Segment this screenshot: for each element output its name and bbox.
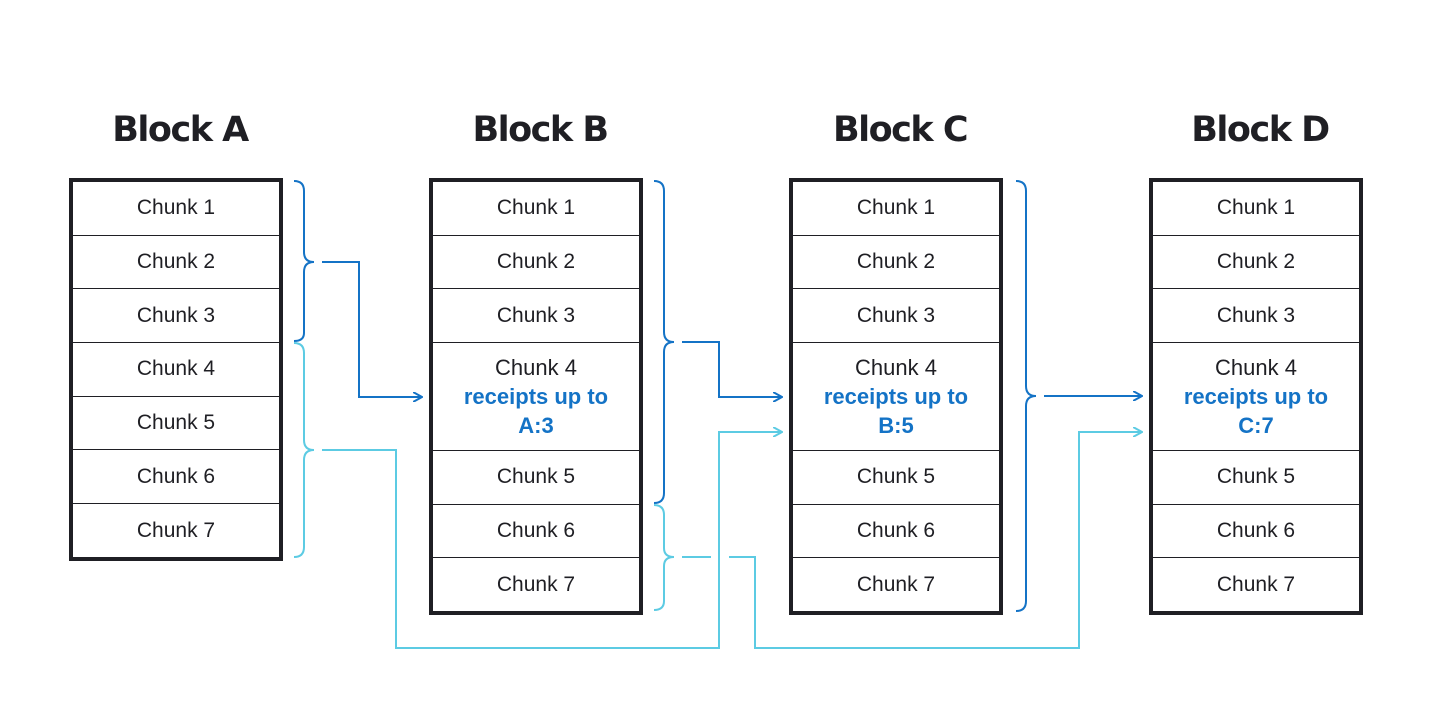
arrow-a-to-c bbox=[322, 432, 782, 649]
chunk-row: Chunk 5 bbox=[73, 397, 279, 451]
chunk-row: Chunk 6 bbox=[1153, 505, 1359, 559]
chunk-row: Chunk 1 bbox=[73, 182, 279, 236]
receipts-ref: A:3 bbox=[518, 413, 554, 439]
block-b: Chunk 1 Chunk 2 Chunk 3 Chunk 4 receipts… bbox=[429, 178, 643, 615]
chunk-row: Chunk 6 bbox=[433, 505, 639, 559]
brace-a-chunks-1-3 bbox=[293, 180, 315, 342]
chunk-4-row: Chunk 4 receipts up to B:5 bbox=[793, 343, 999, 452]
chunk-row: Chunk 5 bbox=[1153, 451, 1359, 505]
block-d-title: Block D bbox=[1191, 110, 1330, 150]
receipts-label: receipts up to bbox=[463, 384, 609, 410]
chunk-row: Chunk 1 bbox=[793, 182, 999, 236]
chunk-row: Chunk 6 bbox=[73, 450, 279, 505]
chunk-row: Chunk 7 bbox=[496, 573, 576, 597]
brace-c-chunks-1-7 bbox=[1015, 180, 1037, 612]
receipts-ref: B:5 bbox=[878, 413, 914, 439]
chunk-label: Chunk 4 bbox=[855, 355, 937, 381]
block-d: Chunk 1 Chunk 2 Chunk 3 Chunk 4 receipts… bbox=[1149, 178, 1363, 615]
arrow-b-to-c bbox=[682, 341, 782, 397]
chunk-row: Chunk 1 bbox=[433, 182, 639, 236]
chunk-row: Chunk 2 bbox=[793, 236, 999, 290]
receipts-ref: C:7 bbox=[1238, 413, 1274, 439]
chunk-row: Chunk 2 bbox=[433, 236, 639, 290]
chunk-row: Chunk 1 bbox=[1153, 182, 1359, 236]
block-a: Chunk 1 Chunk 2 Chunk 3 Chunk 4 Chunk 5 … bbox=[69, 178, 283, 561]
chunk-row: Chunk 3 bbox=[73, 289, 279, 344]
chunk-row: Chunk 3 bbox=[793, 289, 999, 344]
chunk-4-row: Chunk 4 receipts up to A:3 bbox=[433, 343, 639, 452]
brace-b-chunks-1-5 bbox=[653, 180, 675, 504]
chunk-row: Chunk 5 bbox=[433, 451, 639, 505]
chunk-4-row: Chunk 4 receipts up to C:7 bbox=[1153, 343, 1359, 452]
chunk-row: Chunk 2 bbox=[1153, 236, 1359, 290]
arrow-a-to-b bbox=[322, 261, 422, 397]
chunk-row: Chunk 4 bbox=[73, 343, 279, 397]
chunk-row: Chunk 7 bbox=[136, 518, 216, 542]
arrow-b-to-d bbox=[729, 432, 1142, 649]
chunk-row: Chunk 5 bbox=[793, 451, 999, 505]
brace-a-chunks-4-7 bbox=[293, 342, 315, 558]
brace-b-chunks-6-7 bbox=[653, 504, 675, 611]
chunk-label: Chunk 4 bbox=[495, 355, 577, 381]
chunk-row: Chunk 2 bbox=[73, 236, 279, 290]
chunk-row: Chunk 7 bbox=[856, 573, 936, 597]
chunk-label: Chunk 4 bbox=[1215, 355, 1297, 381]
block-a-title: Block A bbox=[112, 110, 249, 150]
chunk-row: Chunk 3 bbox=[433, 289, 639, 344]
chunk-row: Chunk 7 bbox=[1216, 573, 1296, 597]
block-c: Chunk 1 Chunk 2 Chunk 3 Chunk 4 receipts… bbox=[789, 178, 1003, 615]
receipts-label: receipts up to bbox=[823, 384, 969, 410]
chunk-row: Chunk 3 bbox=[1153, 289, 1359, 344]
block-b-title: Block B bbox=[472, 110, 609, 150]
chunk-row: Chunk 6 bbox=[793, 505, 999, 559]
block-c-title: Block C bbox=[832, 110, 969, 150]
receipts-label: receipts up to bbox=[1183, 384, 1329, 410]
